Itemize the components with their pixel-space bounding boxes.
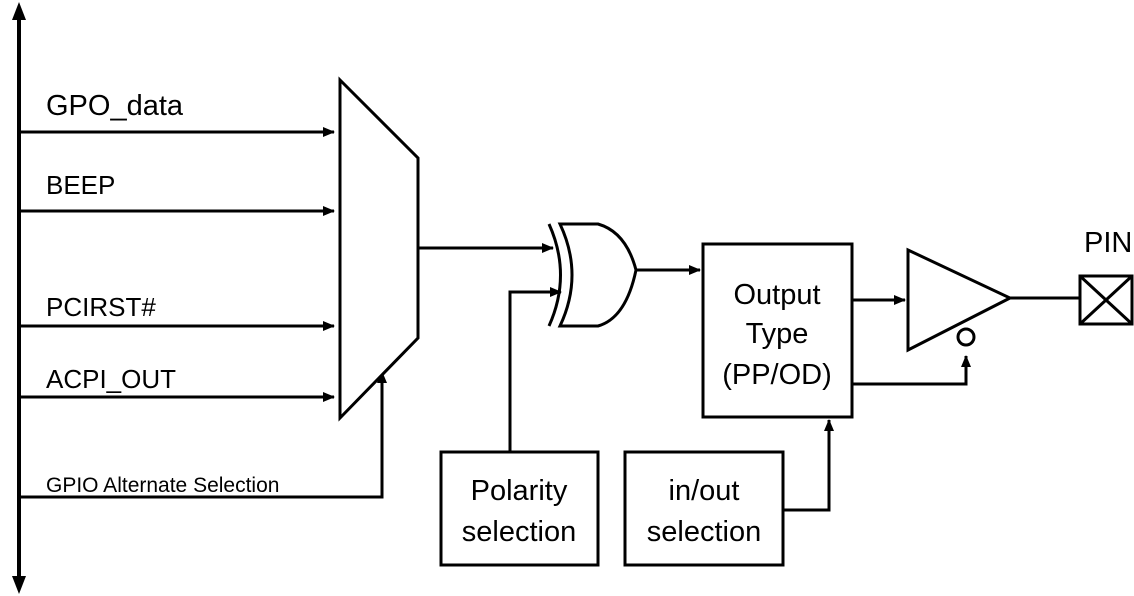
gpo-data-label: GPO_data <box>46 90 184 122</box>
output-type-line1-label: Output <box>733 279 820 311</box>
gpio-alt-label: GPIO Alternate Selection <box>46 474 279 497</box>
acpi-out-label: ACPI_OUT <box>46 364 176 394</box>
inout-selection-box <box>623 450 785 567</box>
inout-line1-label: in/out <box>669 475 740 507</box>
inout-to-output-line <box>783 419 834 512</box>
polarity-line <box>508 287 562 452</box>
tristate-buffer <box>906 247 1014 353</box>
output-type-line3-label: (PP/OD) <box>722 359 832 391</box>
bus-arrow-up <box>12 2 26 20</box>
beep-label: BEEP <box>46 170 115 200</box>
output-type-box <box>701 242 854 419</box>
inout-line2-label: selection <box>647 516 761 548</box>
xor-gate-back-curve <box>547 223 562 327</box>
polarity-line1-label: Polarity <box>471 475 568 507</box>
gpio-alt-line <box>19 371 387 499</box>
pin-label: PIN <box>1084 227 1132 259</box>
xor-gate <box>557 222 638 328</box>
polarity-selection-box <box>439 450 600 567</box>
pin-symbol <box>1078 274 1134 326</box>
bus-arrow-down <box>12 576 26 594</box>
output-type-line2-label: Type <box>746 318 809 350</box>
pcirst-label: PCIRST# <box>46 292 156 322</box>
multiplexer <box>338 76 420 422</box>
enable-line <box>852 355 971 386</box>
polarity-line2-label: selection <box>462 516 576 548</box>
enable-inverter-bubble <box>956 327 976 347</box>
